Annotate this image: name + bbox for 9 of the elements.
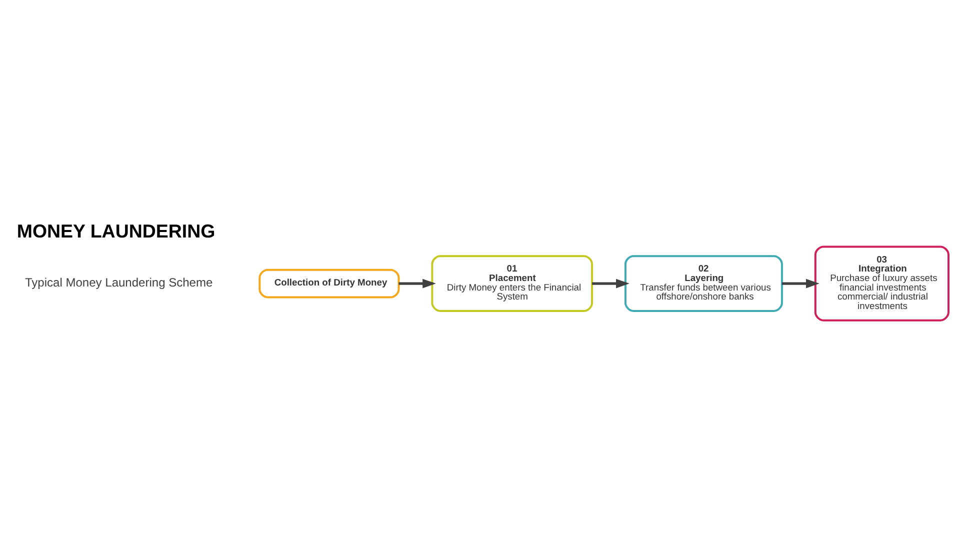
diagram-title: MONEY LAUNDERING — [16, 220, 216, 242]
arrow — [592, 278, 630, 288]
node-box: 02 Layering Transfer funds between various offshore/onshore banks — [624, 254, 783, 312]
arrow — [782, 278, 820, 288]
node-box: 03 Integration Purchase of luxury assets financial investments commercial/ industrial investments — [814, 245, 950, 321]
node-box: 01 Placement Dirty Money enters the Financial System — [431, 254, 594, 312]
node-box: Collection of Dirty Money — [258, 268, 400, 298]
label: Typical Money Laundering Scheme — [25, 274, 213, 289]
arrow — [398, 278, 436, 288]
